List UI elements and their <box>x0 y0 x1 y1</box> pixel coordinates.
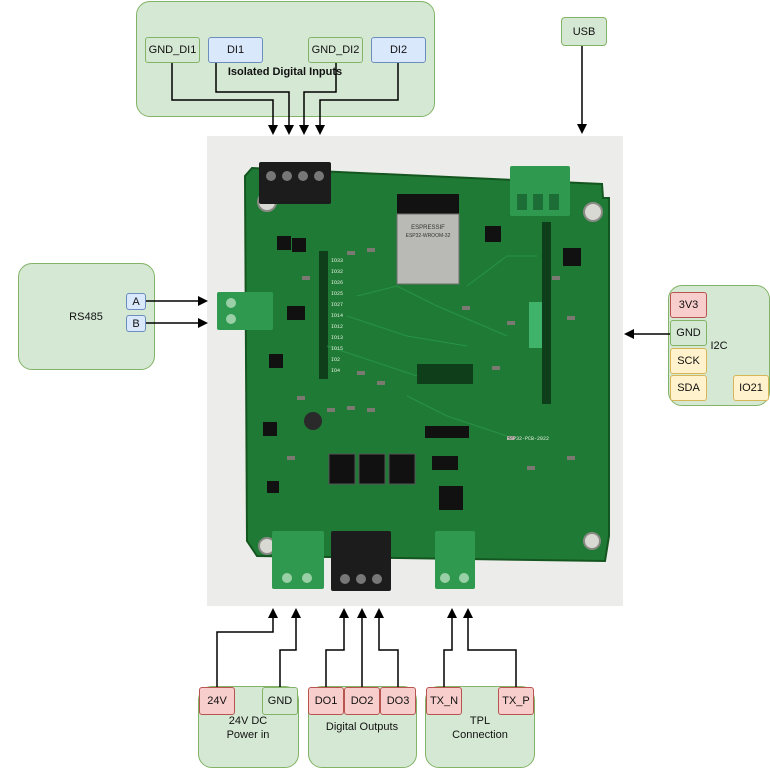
pin-header-right <box>542 222 551 404</box>
do2-label: DO2 <box>344 687 380 715</box>
i2c-3v3-label: 3V3 <box>670 292 707 318</box>
wire-gnd-di1 <box>171 63 278 135</box>
chip <box>563 248 581 266</box>
pin-silkscreen-label: IO25 <box>331 291 343 297</box>
terminal-screw <box>340 574 350 584</box>
gnd-di2-label: GND_DI2 <box>308 37 363 63</box>
digital-inputs-title: Isolated Digital Inputs <box>227 66 343 78</box>
mosfet <box>388 453 416 485</box>
pin-silkscreen-label: IO12 <box>331 324 343 330</box>
chip <box>287 306 305 320</box>
terminal-screw <box>298 171 308 181</box>
i2c-title: I2C <box>710 340 728 352</box>
chip <box>292 238 306 252</box>
pin-silkscreen-label: IO15 <box>331 346 343 352</box>
mounting-hole <box>583 532 601 550</box>
mosfet <box>358 453 386 485</box>
terminal-screw <box>440 573 450 583</box>
pin-silkscreen-label: IO4 <box>331 368 340 374</box>
esp32-antenna <box>397 194 459 216</box>
pin-header-left <box>319 251 328 379</box>
pin-silkscreen-label: IO13 <box>331 335 343 341</box>
di2-label: DI2 <box>371 37 426 63</box>
usb-terminal-slot <box>533 194 543 210</box>
tpl-tx-n-label: TX_N <box>426 687 462 715</box>
smd-components <box>287 248 575 470</box>
wire-24v <box>216 608 278 687</box>
pin-silkscreen-label: IO32 <box>331 269 343 275</box>
terminal-screw <box>282 573 292 583</box>
usb-terminal-slot <box>549 194 559 210</box>
board-id-text: ESP32-PCB-2022 <box>507 436 549 442</box>
rs485-title: RS485 <box>69 311 103 323</box>
terminal-screw <box>266 171 276 181</box>
rs485-b-label: B <box>126 315 146 332</box>
usb-label: USB <box>561 17 607 46</box>
pcb-traces <box>326 255 537 437</box>
tpl-title-line2: Connection <box>452 729 508 741</box>
wire-power-gnd <box>279 608 301 687</box>
rs485-a-label: A <box>126 293 146 310</box>
digital-outputs-title: Digital Outputs <box>325 721 399 733</box>
chip <box>267 481 279 493</box>
do1-label: DO1 <box>308 687 344 715</box>
i2c-io21-label: IO21 <box>733 375 769 401</box>
center-header <box>417 364 473 384</box>
terminal-screw <box>282 171 292 181</box>
di1-label: DI1 <box>208 37 263 63</box>
chip <box>432 456 458 470</box>
inductor <box>304 412 322 430</box>
pin-silkscreen-label: IO33 <box>331 258 343 264</box>
power-title-line2: Power in <box>226 729 270 741</box>
terminal-screw <box>314 171 324 181</box>
terminal-screw <box>302 573 312 583</box>
wire-do1 <box>325 608 349 687</box>
pcb-photo: ESPRESSIF ESP32-WROOM-32 <box>207 136 623 606</box>
chip <box>269 354 283 368</box>
chip <box>485 226 501 242</box>
chip <box>263 422 277 436</box>
esp32-model-text: ESP32-WROOM-32 <box>406 233 451 239</box>
input-terminal <box>259 162 331 204</box>
wire-di2 <box>315 63 399 135</box>
power-gnd-label: GND <box>262 687 298 715</box>
tpl-tx-p-label: TX_P <box>498 687 534 715</box>
chip <box>439 486 463 510</box>
do3-label: DO3 <box>380 687 416 715</box>
power-title-line1: 24V DC <box>228 715 268 727</box>
terminal-screw <box>226 314 236 324</box>
esp32-module <box>396 213 460 285</box>
wire-tx-n <box>443 608 457 687</box>
pin-silkscreen-label: IO14 <box>331 313 343 319</box>
wire-tx-p <box>463 608 517 687</box>
gnd-di1-label: GND_DI1 <box>145 37 200 63</box>
chip <box>425 426 469 438</box>
wire-gnd-di2 <box>299 63 337 135</box>
terminal-screw <box>356 574 366 584</box>
wire-di1 <box>215 63 294 135</box>
wire-do3 <box>374 608 399 687</box>
i2c-gnd-label: GND <box>670 320 707 346</box>
power-24v-label: 24V <box>199 687 235 715</box>
esp32-brand-text: ESPRESSIF <box>411 225 445 231</box>
pin-silkscreen-label: IO26 <box>331 280 343 286</box>
pin-silkscreen-label: IO27 <box>331 302 343 308</box>
usb-terminal-slot <box>517 194 527 210</box>
mounting-hole <box>583 202 603 222</box>
i2c-sda-label: SDA <box>670 375 707 401</box>
terminal-screw <box>226 298 236 308</box>
i2c-sck-label: SCK <box>670 348 707 374</box>
terminal-screw <box>372 574 382 584</box>
pin-silkscreen-label: IO2 <box>331 357 340 363</box>
terminal-screw <box>459 573 469 583</box>
tpl-title-line1: TPL <box>469 715 491 727</box>
mosfet <box>328 453 356 485</box>
chip <box>277 236 291 250</box>
